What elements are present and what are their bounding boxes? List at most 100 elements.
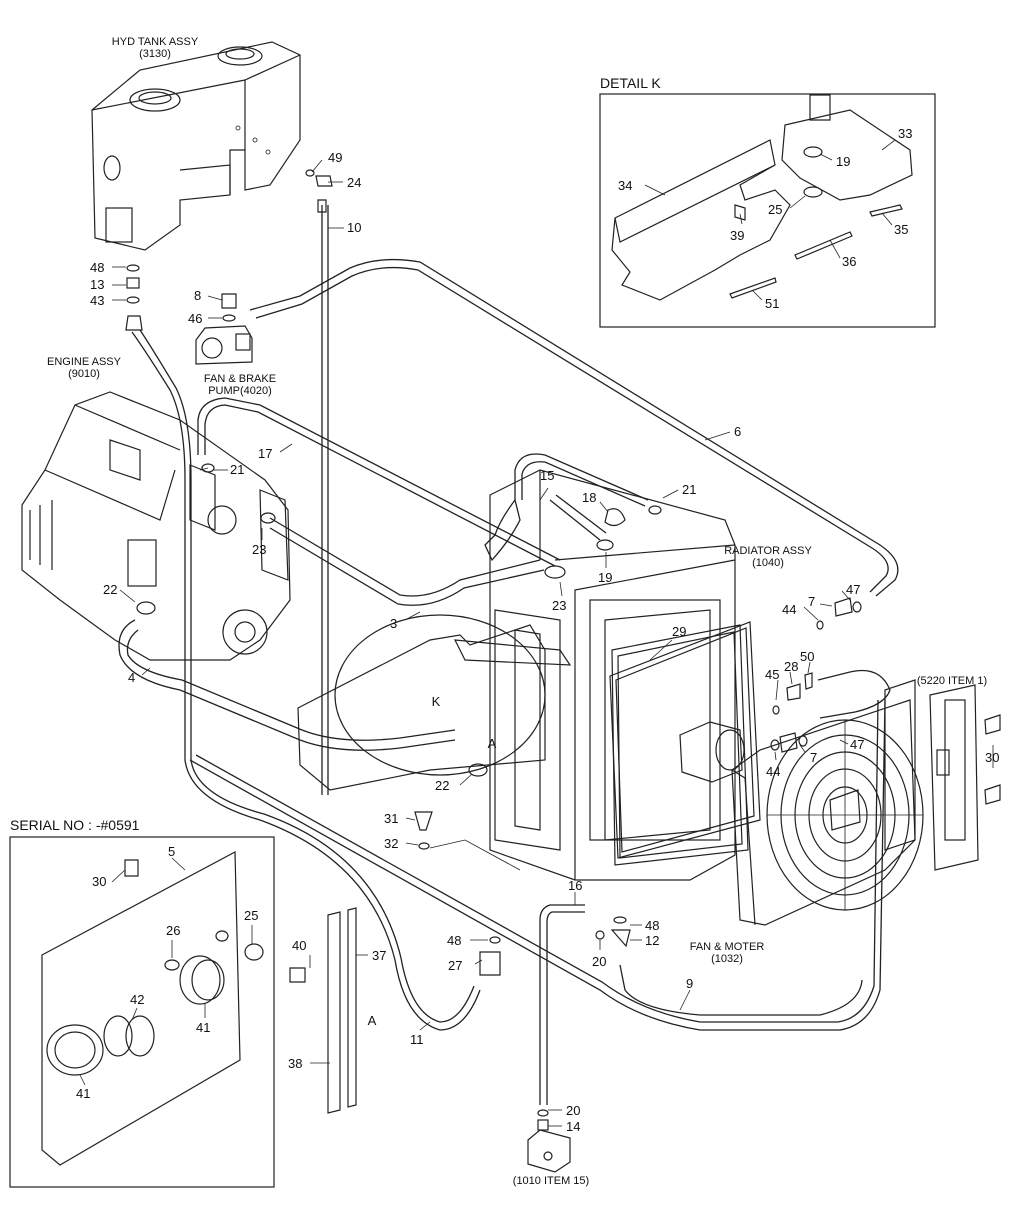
callout-18: 18 <box>582 490 596 505</box>
callout-21-engine: 21 <box>230 462 244 477</box>
callout-8: 8 <box>194 288 201 303</box>
callout-43: 43 <box>90 293 104 308</box>
callout-7-top: 7 <box>808 594 815 609</box>
callout-21-radiator: 21 <box>682 482 696 497</box>
callout-37: 37 <box>372 948 386 963</box>
detail-k-callout-25: 25 <box>768 202 782 217</box>
callout-48-tank: 48 <box>90 260 104 275</box>
serial-callout-41-right: 41 <box>196 1020 210 1035</box>
callout-23-radiator: 23 <box>552 598 566 613</box>
callout-6: 6 <box>734 424 741 439</box>
detail-k-drawing <box>611 94 913 301</box>
callout-50: 50 <box>800 649 814 664</box>
fan-pump-label-line2: PUMP(4020) <box>208 385 272 397</box>
section-a-marker-2: A <box>368 1013 377 1028</box>
item-5220-label: (5220 ITEM 1) <box>917 675 987 687</box>
detail-k-title: DETAIL K <box>600 75 661 91</box>
detail-k-callout-39: 39 <box>730 228 744 243</box>
engine-number: (9010) <box>68 368 100 380</box>
callout-22-engine: 22 <box>103 582 117 597</box>
engine-drawing <box>21 391 291 661</box>
detail-k-marker: K <box>432 694 441 709</box>
section-a-marker: A <box>488 736 497 751</box>
callout-7-bottom: 7 <box>810 750 817 765</box>
serial-callout-5: 5 <box>168 844 175 859</box>
callout-19: 19 <box>598 570 612 585</box>
callout-22-radiator: 22 <box>435 778 449 793</box>
serial-title: SERIAL NO : -#0591 <box>10 817 140 833</box>
callout-numbers: 49 24 10 48 13 43 8 46 21 17 6 15 18 21 … <box>76 126 999 1134</box>
callout-47-bottom: 47 <box>850 737 864 752</box>
hyd-tank-label: HYD TANK ASSY <box>112 36 199 48</box>
callout-44-top: 44 <box>782 602 796 617</box>
engine-label: ENGINE ASSY <box>47 356 122 368</box>
callout-9: 9 <box>686 976 693 991</box>
tank-fittings <box>125 264 143 331</box>
hyd-tank-drawing <box>91 41 301 251</box>
callout-11: 11 <box>410 1032 424 1047</box>
detail-k-callout-36: 36 <box>842 254 856 269</box>
callout-30: 30 <box>985 750 999 765</box>
callout-16: 16 <box>568 878 582 893</box>
fan-motor-number: (1032) <box>711 953 743 965</box>
detail-k-callout-35: 35 <box>894 222 908 237</box>
callout-40: 40 <box>292 938 306 953</box>
callout-48-right: 48 <box>645 918 659 933</box>
callout-4: 4 <box>128 670 135 685</box>
callout-47-top: 47 <box>846 582 860 597</box>
serial-callout-25: 25 <box>244 908 258 923</box>
callout-10: 10 <box>347 220 361 235</box>
callout-48-mid: 48 <box>447 933 461 948</box>
callout-17: 17 <box>258 446 272 461</box>
seal-strips-drawing <box>289 907 357 1114</box>
serial-callout-26: 26 <box>166 923 180 938</box>
detail-k-callout-33: 33 <box>898 126 912 141</box>
detail-k-callout-51: 51 <box>765 296 779 311</box>
block-1010-drawing <box>527 1109 571 1173</box>
radiator-label: RADIATOR ASSY <box>724 545 812 557</box>
callout-49: 49 <box>328 150 342 165</box>
callout-31: 31 <box>384 811 398 826</box>
serial-callout-41-left: 41 <box>76 1086 90 1101</box>
serial-box <box>9 836 275 1188</box>
hoses-and-pipes <box>118 205 899 1105</box>
callout-28: 28 <box>784 659 798 674</box>
callout-12: 12 <box>645 933 659 948</box>
callout-24: 24 <box>347 175 361 190</box>
callout-14: 14 <box>566 1119 580 1134</box>
serial-callout-42: 42 <box>130 992 144 1007</box>
fan-motor-label: FAN & MOTER <box>690 941 765 953</box>
shroud-panel-drawing <box>297 614 572 791</box>
detail-k-callout-19: 19 <box>836 154 850 169</box>
radiator-drawing <box>489 469 749 881</box>
bracket-5220-drawing <box>884 679 979 871</box>
misc-fittings <box>136 169 1001 976</box>
fan-brake-pump-drawing <box>195 293 253 365</box>
detail-k-box <box>599 93 936 328</box>
fan-pump-label-line1: FAN & BRAKE <box>204 373 276 385</box>
callout-46: 46 <box>188 311 202 326</box>
callout-29: 29 <box>672 624 686 639</box>
callout-32: 32 <box>384 836 398 851</box>
callout-27: 27 <box>448 958 462 973</box>
callout-45: 45 <box>765 667 779 682</box>
item-1010-label: (1010 ITEM 15) <box>513 1175 589 1187</box>
callout-38: 38 <box>288 1056 302 1071</box>
callout-20-mid: 20 <box>592 954 606 969</box>
serial-plate-drawing <box>41 851 264 1166</box>
serial-callout-30: 30 <box>92 874 106 889</box>
leader-lines <box>79 139 994 1127</box>
callout-13: 13 <box>90 277 104 292</box>
callout-20-bottom: 20 <box>566 1103 580 1118</box>
hyd-tank-number: (3130) <box>139 48 171 60</box>
detail-k-callout-34: 34 <box>618 178 632 193</box>
callout-3: 3 <box>390 616 397 631</box>
callout-44-bottom: 44 <box>766 764 780 779</box>
fan-motor-drawing <box>679 699 924 926</box>
gasket-frame <box>609 621 761 859</box>
callout-15: 15 <box>540 468 554 483</box>
callout-23-engine: 23 <box>252 542 266 557</box>
radiator-number: (1040) <box>752 557 784 569</box>
